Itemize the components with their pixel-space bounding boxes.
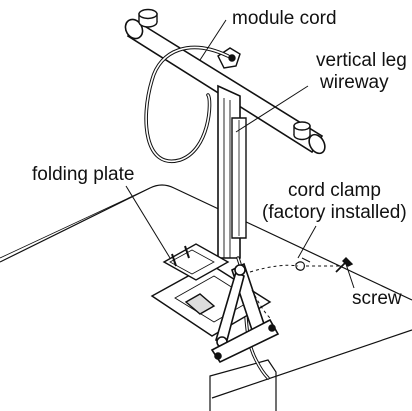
label-module-cord: module cord bbox=[232, 8, 337, 29]
cord-clamp bbox=[295, 257, 311, 271]
label-cord-clamp: cord clamp bbox=[288, 180, 381, 201]
leader-cord-clamp bbox=[297, 225, 317, 259]
label-vertical-leg: vertical leg bbox=[316, 50, 407, 71]
crossbar-end-knob-left bbox=[138, 8, 158, 28]
strut-arms bbox=[210, 262, 280, 364]
label-folding-plate: folding plate bbox=[32, 164, 134, 185]
folding-plate bbox=[162, 243, 230, 281]
leader-module-cord bbox=[199, 19, 227, 61]
crossbar bbox=[124, 18, 326, 155]
label-wireway: wireway bbox=[319, 72, 389, 93]
crossbar-cord-clip bbox=[217, 47, 241, 69]
label-cord-clamp-note: (factory installed) bbox=[262, 202, 407, 223]
leader-screw bbox=[345, 263, 355, 289]
lower-box bbox=[209, 359, 277, 411]
desk-surface bbox=[0, 184, 412, 399]
leader-lines bbox=[125, 19, 355, 289]
label-screw: screw bbox=[352, 288, 402, 309]
leader-folding-plate bbox=[125, 185, 171, 259]
vertical-leg-wireway bbox=[231, 117, 247, 239]
leader-vertical-leg-wireway bbox=[235, 85, 309, 133]
crossbar-end-knob-right bbox=[293, 121, 311, 141]
screw bbox=[335, 257, 354, 273]
cord-clamp-route bbox=[249, 264, 340, 319]
